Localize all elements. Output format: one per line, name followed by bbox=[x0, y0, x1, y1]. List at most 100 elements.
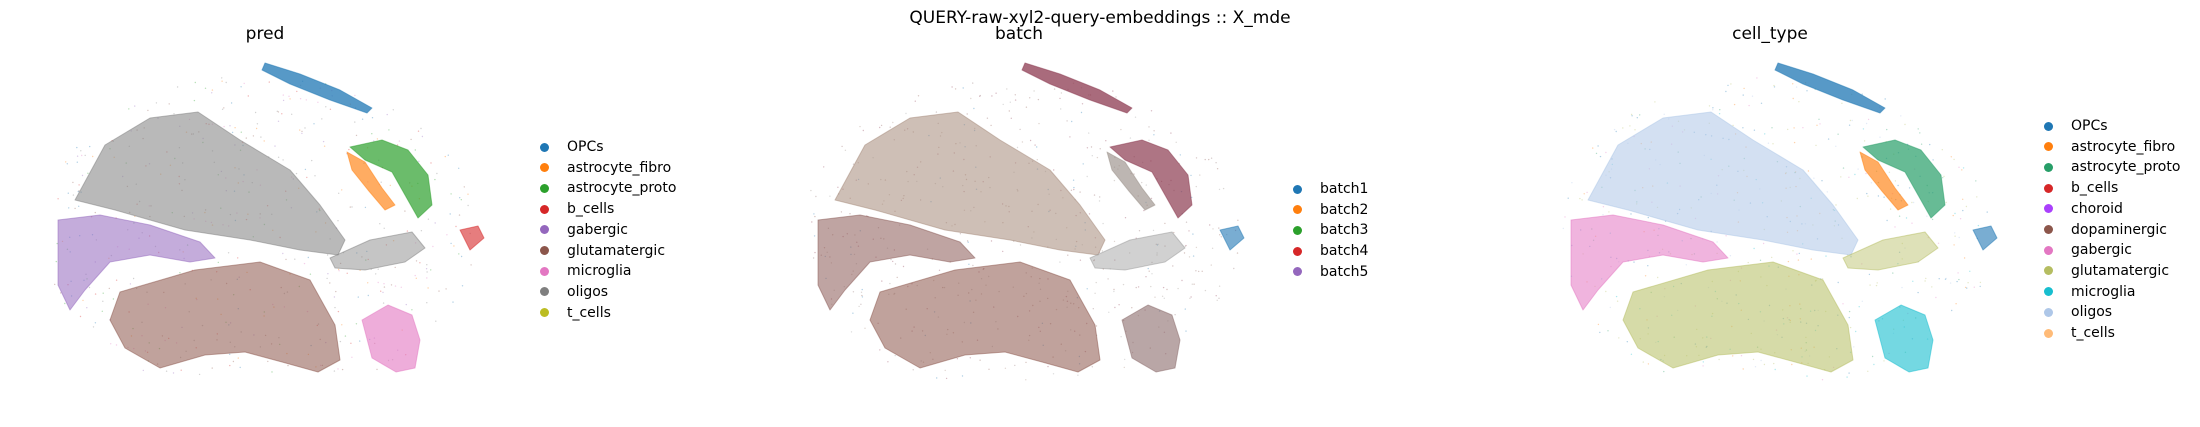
scatter-point bbox=[1753, 247, 1755, 250]
scatter-point bbox=[890, 258, 892, 261]
scatter-point bbox=[1156, 252, 1158, 254]
scatter-point bbox=[458, 253, 460, 255]
scatter-point bbox=[434, 222, 436, 224]
scatter-point bbox=[1218, 227, 1220, 229]
scatter-point bbox=[1114, 259, 1116, 261]
scatter-point bbox=[1602, 206, 1605, 208]
legend-label: gabergic bbox=[567, 221, 628, 238]
scatter-point bbox=[813, 235, 816, 237]
scatter-point bbox=[990, 124, 992, 127]
scatter-point bbox=[1702, 361, 1704, 363]
scatter-point bbox=[1135, 286, 1137, 289]
scatter-point bbox=[1010, 117, 1012, 120]
scatter-point bbox=[74, 207, 76, 210]
legend-label: batch5 bbox=[1320, 263, 1369, 280]
scatter-point bbox=[1029, 97, 1031, 99]
scatter-point bbox=[1759, 259, 1762, 261]
scatter-point bbox=[94, 293, 97, 295]
scatter-point bbox=[1118, 304, 1120, 306]
scatter-point bbox=[1795, 86, 1798, 88]
scatter-point bbox=[1095, 325, 1098, 327]
legend-marker bbox=[540, 142, 549, 152]
scatter-point bbox=[94, 211, 97, 214]
scatter-point bbox=[1172, 265, 1174, 267]
cluster-dopaminergic bbox=[1842, 231, 1939, 271]
legend-marker bbox=[1293, 225, 1302, 235]
scatter-point bbox=[1201, 270, 1203, 272]
scatter-point bbox=[291, 113, 293, 116]
scatter-point bbox=[194, 81, 196, 84]
legend-label: oligos bbox=[2071, 304, 2113, 321]
scatter-point bbox=[388, 129, 390, 131]
scatter-point bbox=[338, 192, 340, 194]
figure-title: QUERY-raw-xyl2-query-embeddings :: X_mde bbox=[909, 8, 1291, 28]
scatter-point bbox=[1199, 174, 1201, 176]
legend-item: astrocyte_fibro bbox=[540, 158, 671, 178]
scatter-point bbox=[78, 184, 80, 186]
scatter-point bbox=[344, 335, 347, 337]
scatter-point bbox=[1154, 296, 1156, 298]
scatter-point bbox=[108, 287, 111, 290]
scatter-point bbox=[304, 127, 306, 129]
scatter-point bbox=[295, 172, 298, 175]
scatter-point bbox=[1702, 365, 1704, 367]
scatter-point bbox=[1917, 128, 1919, 130]
scatter-point bbox=[88, 286, 91, 289]
scatter-point bbox=[1059, 97, 1061, 100]
scatter-point bbox=[1091, 155, 1093, 157]
scatter-point bbox=[277, 111, 280, 113]
scatter-point bbox=[240, 131, 242, 133]
legend-marker bbox=[2044, 183, 2053, 193]
scatter-point bbox=[229, 364, 231, 367]
scatter-point bbox=[1867, 370, 1869, 372]
scatter-point bbox=[1840, 176, 1842, 178]
scatter-point bbox=[962, 87, 964, 89]
scatter-point bbox=[1954, 235, 1956, 237]
scatter-point bbox=[225, 81, 227, 84]
scatter-point bbox=[1866, 192, 1868, 195]
scatter-point bbox=[426, 271, 428, 273]
scatter-point bbox=[350, 342, 352, 344]
scatter-point bbox=[447, 154, 449, 156]
scatter-point bbox=[128, 108, 130, 110]
scatter-point bbox=[1725, 90, 1727, 93]
scatter-point bbox=[260, 136, 262, 138]
scatter-point bbox=[1642, 361, 1644, 363]
legend-label: t_cells bbox=[2071, 325, 2115, 341]
scatter-point bbox=[1164, 245, 1166, 247]
scatter-point bbox=[426, 264, 428, 266]
scatter-point bbox=[1122, 283, 1125, 286]
scatter-point bbox=[1053, 88, 1056, 90]
scatter-point bbox=[1631, 115, 1633, 117]
scatter-point bbox=[357, 296, 359, 298]
scatter-point bbox=[1792, 83, 1794, 85]
scatter-point bbox=[414, 274, 416, 277]
scatter-point bbox=[1148, 139, 1150, 141]
legend-label: astrocyte_proto bbox=[2071, 159, 2181, 176]
scatter-point bbox=[460, 255, 463, 258]
scatter-point bbox=[966, 240, 969, 242]
scatter-point bbox=[967, 241, 969, 243]
scatter-point bbox=[1113, 179, 1116, 182]
scatter-point bbox=[1608, 211, 1610, 213]
scatter-point bbox=[94, 322, 97, 324]
scatter-point bbox=[359, 340, 361, 342]
legend-marker bbox=[1293, 267, 1302, 277]
scatter-point bbox=[1592, 147, 1594, 149]
scatter-point bbox=[211, 367, 213, 369]
legend-label: OPCs bbox=[567, 139, 604, 155]
scatter-point bbox=[227, 252, 230, 254]
scatter-point bbox=[1825, 255, 1827, 257]
scatter-point bbox=[467, 193, 469, 195]
scatter-point bbox=[894, 263, 897, 265]
scatter-point bbox=[64, 302, 66, 305]
scatter-point bbox=[1849, 119, 1852, 122]
scatter-point bbox=[1810, 258, 1812, 260]
scatter-point bbox=[1195, 185, 1197, 188]
scatter-point bbox=[988, 368, 990, 370]
scatter-panel-2 bbox=[1562, 62, 1998, 381]
scatter-point bbox=[1819, 123, 1821, 125]
scatter-point bbox=[1962, 167, 1965, 169]
scatter-point bbox=[1115, 96, 1117, 98]
scatter-point bbox=[1663, 370, 1665, 373]
